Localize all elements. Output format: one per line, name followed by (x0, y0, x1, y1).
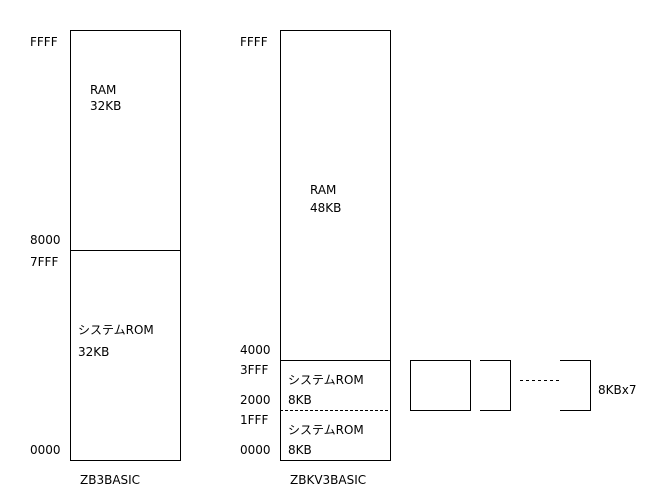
left-rom-label: システムROM (78, 323, 154, 337)
right-rom-upper-label: システムROM (288, 373, 364, 387)
left-map-box (70, 30, 181, 461)
right-rom-lower-label: システムROM (288, 423, 364, 437)
right-rom-upper-size: 8KB (288, 393, 312, 407)
right-addr-4000: 4000 (240, 343, 271, 357)
left-addr-7fff: 7FFF (30, 255, 59, 269)
right-addr-0000: 0000 (240, 443, 271, 457)
bank-box-2 (480, 360, 511, 411)
bank-box-1 (410, 360, 471, 411)
left-addr-ffff: FFFF (30, 35, 58, 49)
right-addr-1fff: 1FFF (240, 413, 269, 427)
right-map-name: ZBKV3BASIC (290, 473, 367, 487)
right-addr-ffff: FFFF (240, 35, 268, 49)
right-ram-label: RAM (310, 183, 337, 197)
left-addr-0000: 0000 (30, 443, 61, 457)
right-addr-2000: 2000 (240, 393, 271, 407)
left-ram-label: RAM (90, 83, 117, 97)
bank-box-last (560, 360, 591, 411)
left-addr-8000: 8000 (30, 233, 61, 247)
right-addr-3fff: 3FFF (240, 363, 269, 377)
right-ram-size: 48KB (310, 201, 342, 215)
left-map-name: ZB3BASIC (80, 473, 141, 487)
bank-label: 8KBx7 (598, 383, 637, 397)
right-rom-lower-size: 8KB (288, 443, 312, 457)
left-ram-size: 32KB (90, 99, 122, 113)
right-map-box (280, 30, 391, 461)
left-rom-size: 32KB (78, 345, 110, 359)
